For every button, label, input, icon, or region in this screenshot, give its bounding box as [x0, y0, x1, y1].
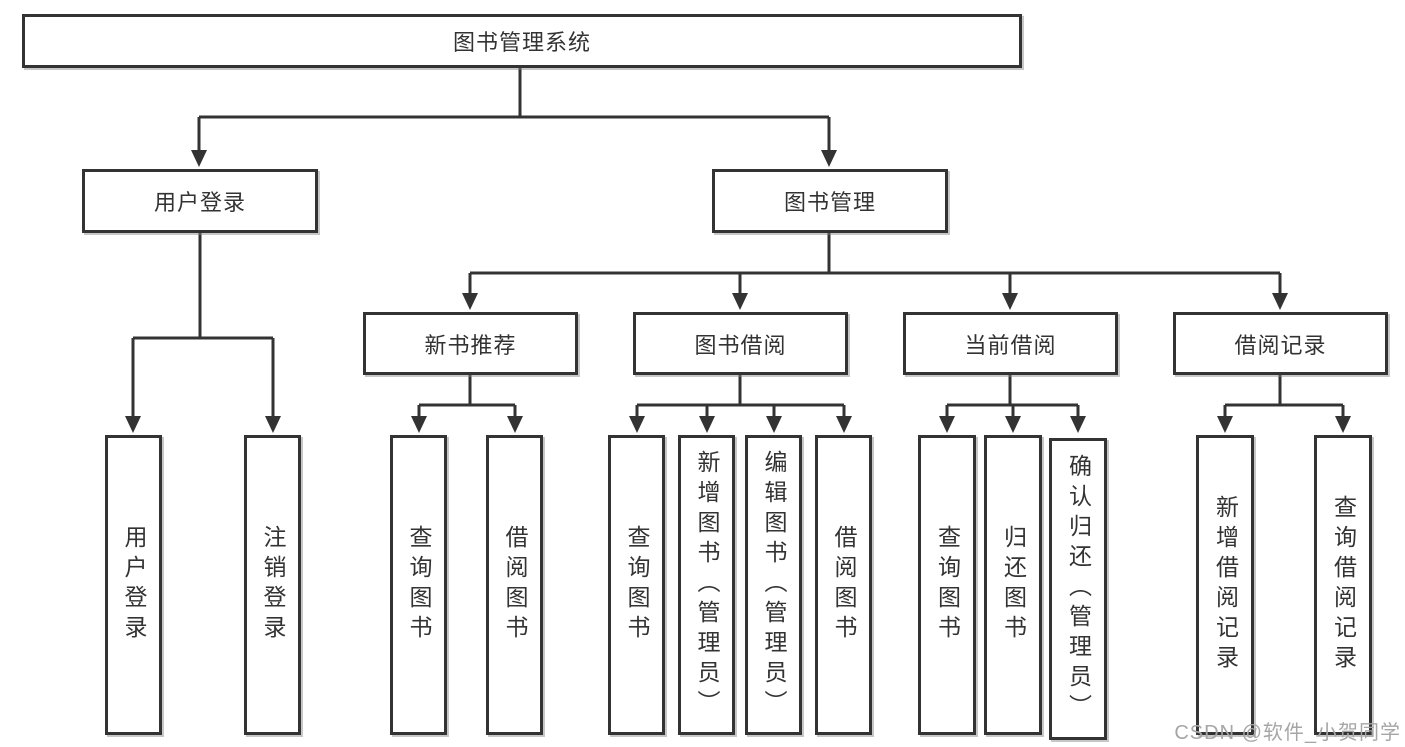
node-current-borrow: 当前借阅 — [903, 312, 1118, 375]
leaf-query-books-recommend: 查询图书 — [390, 435, 447, 735]
node-borrow-record: 借阅记录 — [1173, 312, 1388, 375]
leaf-add-borrow-record-label: 新增借阅记录 — [1212, 495, 1239, 675]
connector-user-login-children — [125, 233, 281, 433]
leaf-edit-book-admin-label: 编辑图书（管理员） — [761, 450, 787, 720]
leaf-return-book-label: 归还图书 — [1000, 525, 1027, 645]
leaf-logout-label: 注销登录 — [260, 525, 286, 645]
connector-root-to-level2 — [191, 68, 837, 167]
leaf-borrow-books-recommend: 借阅图书 — [486, 435, 543, 735]
csdn-watermark: CSDN @软件_小贺同学 — [1174, 722, 1401, 744]
leaf-query-books-borrow: 查询图书 — [608, 435, 665, 735]
leaf-edit-book-admin: 编辑图书（管理员） — [745, 435, 802, 735]
node-root-label: 图书管理系统 — [452, 30, 591, 55]
leaf-add-book-admin-label: 新增图书（管理员） — [694, 450, 720, 720]
leaf-user-login: 用户登录 — [105, 435, 162, 735]
node-new-book-recommend-label: 新书推荐 — [424, 332, 517, 358]
connector-current-borrow-children — [939, 375, 1086, 433]
connector-new-book-children — [411, 375, 523, 433]
leaf-return-book: 归还图书 — [984, 435, 1042, 735]
leaf-query-borrow-record-label: 查询借阅记录 — [1330, 495, 1357, 675]
leaf-borrow-books-recommend-label: 借阅图书 — [502, 525, 528, 645]
node-book-borrow-label: 图书借阅 — [694, 332, 787, 358]
leaf-query-books-current: 查询图书 — [918, 435, 976, 735]
leaf-query-books-borrow-label: 查询图书 — [624, 525, 650, 645]
node-user-login-label: 用户登录 — [153, 190, 246, 215]
leaf-query-books-current-label: 查询图书 — [934, 525, 961, 645]
leaf-confirm-return-admin: 确认归还（管理员） — [1049, 438, 1107, 740]
node-user-login: 用户登录 — [82, 169, 318, 233]
node-book-management: 图书管理 — [712, 169, 948, 233]
leaf-query-books-recommend-label: 查询图书 — [406, 525, 432, 645]
node-book-management-label: 图书管理 — [783, 190, 876, 215]
node-borrow-record-label: 借阅记录 — [1234, 332, 1327, 358]
leaf-user-login-label: 用户登录 — [121, 525, 147, 645]
leaf-logout: 注销登录 — [244, 435, 301, 735]
leaf-borrow-books-borrow-label: 借阅图书 — [831, 525, 857, 645]
node-book-borrow: 图书借阅 — [633, 312, 848, 375]
leaf-add-borrow-record: 新增借阅记录 — [1196, 435, 1254, 735]
node-new-book-recommend: 新书推荐 — [363, 312, 578, 375]
leaf-add-book-admin: 新增图书（管理员） — [678, 435, 735, 735]
connector-book-mgmt-to-level3 — [462, 233, 1288, 310]
node-root-library-system: 图书管理系统 — [22, 14, 1022, 68]
leaf-query-borrow-record: 查询借阅记录 — [1314, 435, 1372, 735]
leaf-borrow-books-borrow: 借阅图书 — [815, 435, 872, 735]
connector-borrow-record-children — [1217, 375, 1351, 433]
connector-book-borrow-children — [629, 375, 852, 433]
leaf-confirm-return-admin-label: 确认归还（管理员） — [1065, 454, 1092, 724]
node-current-borrow-label: 当前借阅 — [964, 332, 1057, 358]
